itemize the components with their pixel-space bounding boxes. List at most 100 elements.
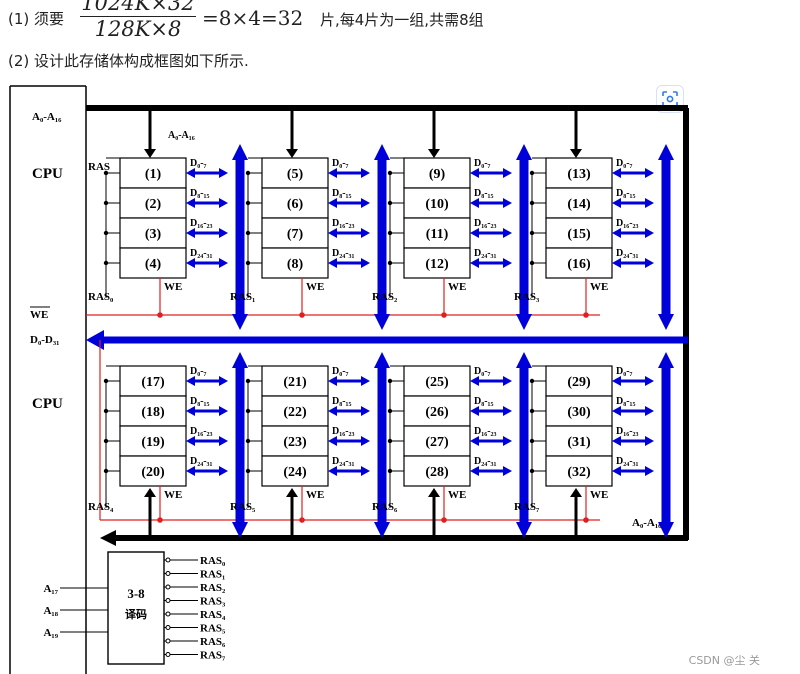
- chip-box: [261, 365, 329, 397]
- data-arrow-r: [503, 198, 512, 208]
- addr-rise-head: [144, 488, 156, 497]
- data-arrow-r: [361, 406, 370, 416]
- data-arrow-r: [645, 258, 654, 268]
- data-arrow-r: [361, 228, 370, 238]
- data-arrow-r: [361, 436, 370, 446]
- data-bus-vertical-head-bottom: [516, 314, 532, 330]
- data-arrow-l: [328, 376, 337, 386]
- decoder-output-label: RAS₀: [200, 555, 226, 567]
- decoder-input-label: A₁₇: [43, 583, 58, 595]
- data-arrow-r: [645, 466, 654, 476]
- data-arrow-l: [328, 466, 337, 476]
- ras-group-label: RAS₃: [514, 291, 540, 303]
- decoder-output-label: RAS₃: [200, 596, 226, 608]
- data-arrow-r: [219, 436, 228, 446]
- ras-group-label: RAS₆: [372, 501, 398, 513]
- data-arrow-l: [470, 168, 479, 178]
- data-arrow-l: [328, 258, 337, 268]
- cpu-label-bottom: CPU: [32, 396, 63, 412]
- data-arrow-r: [361, 376, 370, 386]
- decoder-output-label: RAS₂: [200, 582, 226, 594]
- chip-label: (17): [141, 375, 165, 390]
- design-caption: (2) 设计此存储体构成框图如下所示.: [8, 52, 249, 70]
- chip-label: (7): [287, 227, 304, 242]
- ras-group-label: RAS₀: [88, 291, 114, 303]
- data-line-label: D₂₄-₃₁: [190, 248, 213, 259]
- data-bus-vertical-head-bottom: [232, 522, 248, 538]
- decoder-output-label: RAS₄: [200, 609, 226, 621]
- data-arrow-l: [470, 228, 479, 238]
- chip-label: (19): [141, 435, 165, 450]
- fraction-denominator: 128K×8: [94, 17, 182, 41]
- fraction: 1024K×32 128K×8: [78, 0, 198, 41]
- decoder-output-bubble: [165, 611, 171, 617]
- addr-rise-head: [428, 488, 440, 497]
- data-arrow-r: [503, 258, 512, 268]
- chip-label: (10): [425, 197, 449, 212]
- chip-label: (28): [425, 465, 449, 480]
- data-line-label: D₁₆-₂₃: [474, 426, 497, 437]
- chip-label: (13): [567, 167, 591, 182]
- calc-prefix: (1) 须要: [8, 10, 65, 28]
- decoder-output-bubble: [165, 584, 171, 590]
- data-arrow-l: [470, 258, 479, 268]
- data-bus-vertical-head-bottom: [374, 522, 390, 538]
- data-arrow-r: [503, 228, 512, 238]
- data-line-label: D₀-₇: [616, 158, 633, 169]
- data-arrow-r: [361, 198, 370, 208]
- data-arrow-l: [186, 228, 195, 238]
- chip-label: (29): [567, 375, 591, 390]
- data-line-label: D₂₄-₃₁: [332, 248, 355, 259]
- memory-diagram: A₀-A₁₆CPUCPUWED₀-D₃₁A₀-A₁₆A₀-A₁₆(1)D₀-₇(…: [9, 85, 689, 674]
- data-arrow-l: [186, 466, 195, 476]
- chip-label: (12): [425, 257, 449, 272]
- data-line-label: D₂₄-₃₁: [616, 248, 639, 259]
- data-arrow-r: [219, 258, 228, 268]
- data-arrow-l: [186, 406, 195, 416]
- we-label: WE: [306, 281, 324, 293]
- chip-box: [545, 395, 613, 427]
- we-label: WE: [590, 489, 608, 501]
- data-bus-head: [86, 330, 104, 350]
- data-line-label: D₀-₇: [616, 366, 633, 377]
- chip-box: [261, 217, 329, 249]
- data-bus-vertical-head-top: [658, 352, 674, 368]
- ras-group-label: RAS₂: [372, 291, 398, 303]
- chip-label: (11): [426, 227, 449, 242]
- data-line-label: D₈-₁₅: [474, 188, 494, 199]
- we-label: WE: [448, 281, 466, 293]
- chip-label: (15): [567, 227, 591, 242]
- data-line-label: D₁₆-₂₃: [190, 426, 213, 437]
- calc-tail: 片,每4片为一组,共需8组: [320, 11, 484, 29]
- data-arrow-l: [470, 436, 479, 446]
- data-line-label: D₁₆-₂₃: [190, 218, 213, 229]
- chip-label: (23): [283, 435, 307, 450]
- data-arrow-r: [361, 258, 370, 268]
- decoder-output-bubble: [165, 638, 171, 644]
- data-arrow-r: [361, 466, 370, 476]
- data-line-label: D₈-₁₅: [616, 396, 636, 407]
- data-bus-vertical-head-bottom: [516, 522, 532, 538]
- data-line-label: D₁₆-₂₃: [332, 218, 355, 229]
- data-arrow-l: [328, 168, 337, 178]
- chip-box: [403, 395, 471, 427]
- ras-group-label: RAS₅: [230, 501, 256, 513]
- chip-box: [403, 425, 471, 457]
- we-dot: [299, 517, 305, 523]
- cpu-data-label: D₀-D₃₁: [30, 334, 59, 346]
- data-arrow-r: [219, 198, 228, 208]
- chip-box: [403, 157, 471, 189]
- data-bus-vertical-head-top: [232, 144, 248, 160]
- cpu-label-top: CPU: [32, 166, 63, 182]
- data-arrow-l: [612, 466, 621, 476]
- data-bus-vertical-head-top: [516, 352, 532, 368]
- data-arrow-r: [361, 168, 370, 178]
- data-line-label: D₈-₁₅: [332, 188, 352, 199]
- chip-label: (20): [141, 465, 165, 480]
- addr-drop-head: [144, 149, 156, 158]
- data-line-label: D₀-₇: [332, 158, 349, 169]
- fraction-bar: [80, 16, 196, 17]
- we-dot: [299, 312, 305, 318]
- addr-drop-head: [428, 149, 440, 158]
- chip-box: [261, 157, 329, 189]
